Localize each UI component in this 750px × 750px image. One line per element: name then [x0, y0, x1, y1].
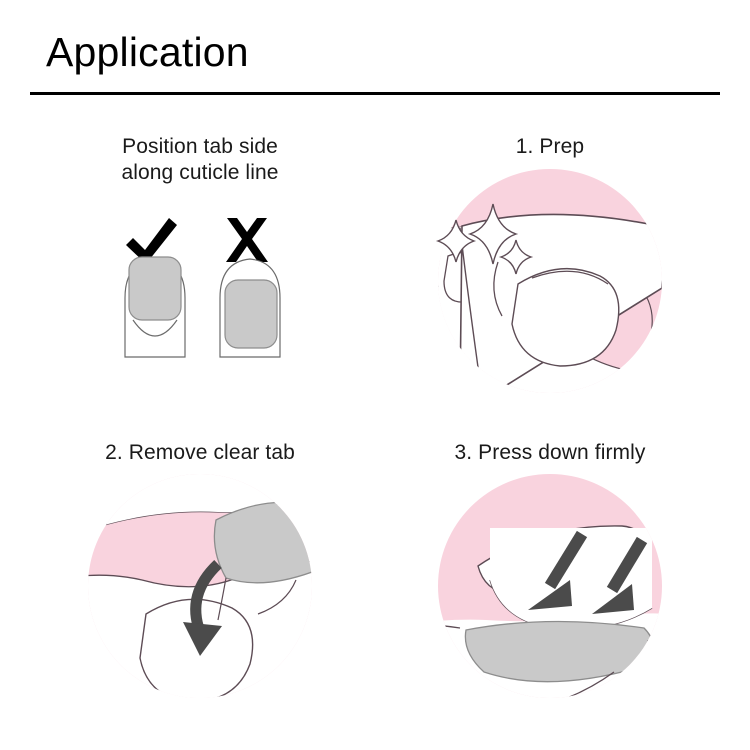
skin-edge-left: [438, 622, 461, 629]
lower-contour: [509, 671, 615, 698]
nail-tab-incorrect: [224, 279, 278, 349]
incorrect-placement: [219, 218, 281, 358]
panel-step-prep: 1. Prep: [380, 126, 720, 396]
fingertip-nail: [511, 267, 620, 367]
illustration-remove-tab: [50, 468, 350, 703]
caption-line-1: 3. Press down firmly: [454, 441, 646, 464]
sparkle-large-icon: [467, 203, 519, 265]
applied-nail: [464, 620, 654, 683]
title-divider: [30, 92, 720, 95]
cross-icon: [226, 218, 268, 262]
illustration-press-down: [400, 468, 700, 703]
nail-cuticle-line: [531, 270, 609, 285]
sparkle-small-icon: [498, 239, 534, 275]
panel-caption-prep: 1. Prep: [380, 134, 720, 160]
illustration-prep: [400, 166, 700, 396]
tab-connector-left: [217, 577, 227, 621]
illustration-position-guide: [115, 202, 295, 382]
nail-tab-correct: [128, 256, 182, 321]
arrow-down-right-icon: [592, 536, 648, 614]
panel-position-guide: Position tab side along cuticle line: [30, 126, 370, 396]
clear-tab: [213, 501, 312, 584]
sparkle-medium-icon: [435, 219, 477, 263]
panel-caption-press: 3. Press down firmly: [380, 440, 720, 466]
shine-swoosh: [493, 261, 503, 317]
correct-placement: [124, 218, 186, 358]
finger-crease: [107, 663, 129, 698]
check-icon: [126, 218, 177, 264]
caption-line-1: 1. Prep: [515, 135, 585, 158]
tab-connector-right: [257, 579, 297, 615]
panel-step-remove-tab: 2. Remove clear tab: [30, 432, 370, 702]
caption-line-1: 2. Remove clear tab: [105, 441, 295, 464]
panel-step-press-down: 3. Press down firmly: [380, 432, 720, 702]
panel-caption-remove: 2. Remove clear tab: [30, 440, 370, 466]
curved-arrow-down-icon: [183, 559, 222, 656]
knuckle-crease: [414, 301, 423, 338]
press-scene: [438, 525, 662, 698]
prep-scene: [414, 213, 662, 393]
nail-bed-curve-correct: [132, 319, 178, 337]
panel-caption-position: Position tab side along cuticle line: [30, 134, 370, 187]
caption-line-2: along cuticle line: [121, 161, 279, 185]
page-title: Application: [46, 29, 249, 75]
arrow-down-left-icon: [528, 530, 588, 610]
remove-scene: [88, 474, 312, 698]
caption-line-1: Position tab side: [122, 135, 278, 158]
